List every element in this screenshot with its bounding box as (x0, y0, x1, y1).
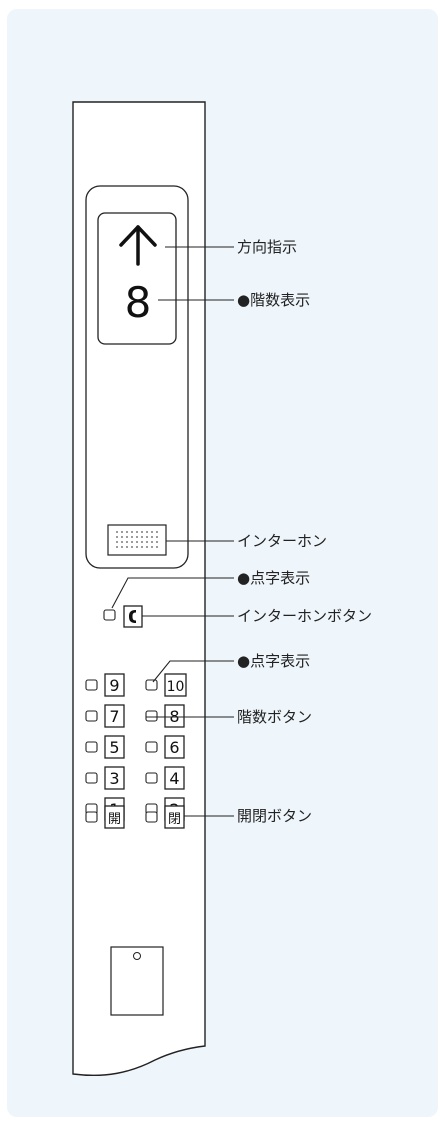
grille-dot (131, 541, 133, 543)
floor-button-9[interactable] (104, 673, 125, 697)
floor-button-label: 6 (169, 738, 179, 757)
grille-dot (121, 531, 123, 533)
floor-button-label: 4 (169, 769, 179, 788)
floor-indicator-lamp (145, 710, 158, 722)
grille-dot (131, 536, 133, 538)
close-indicator-lamp (145, 811, 158, 823)
grille-dot (141, 536, 143, 538)
grille-dot (156, 546, 158, 548)
floor-button-label: 7 (109, 707, 119, 726)
grille-dot (126, 546, 128, 548)
grille-dot (121, 541, 123, 543)
grille-dot (121, 536, 123, 538)
phone-icon (129, 610, 136, 623)
floor-button-7[interactable] (104, 704, 125, 728)
door-open-button[interactable] (104, 805, 125, 829)
floor-button-4[interactable] (164, 766, 185, 790)
grille-dot (131, 546, 133, 548)
leader-braille-1 (111, 577, 234, 609)
door-open-label: 開 (108, 812, 121, 827)
grille-dot (121, 546, 123, 548)
label-intercom: インターホン (237, 532, 327, 550)
grille-dot (146, 546, 148, 548)
grille-dot (141, 541, 143, 543)
grille-dot (136, 541, 138, 543)
intercom-indicator-lamp (103, 609, 116, 621)
grille-dot (116, 531, 118, 533)
leader-braille-2 (152, 660, 234, 683)
grille-dot (146, 541, 148, 543)
open-indicator-lamp (85, 811, 98, 823)
grille-dot (151, 531, 153, 533)
label-floor-buttons: 階数ボタン (237, 708, 312, 726)
grille-dot (156, 531, 158, 533)
grille-dot (151, 546, 153, 548)
floor-button-3[interactable] (104, 766, 125, 790)
floor-button-label: 3 (109, 769, 119, 788)
grille-dot (151, 536, 153, 538)
up-arrow-icon (119, 225, 157, 266)
door-close-label: 閉 (168, 812, 181, 827)
floor-button-label: 9 (109, 676, 119, 695)
floor-indicator-lamp (145, 741, 158, 753)
door-close-button[interactable] (164, 805, 185, 829)
grille-dot (151, 541, 153, 543)
grille-dot (136, 536, 138, 538)
floor-button-label: 10 (167, 679, 185, 695)
grille-dot (136, 546, 138, 548)
key-switch-panel (110, 946, 164, 1016)
grille-dot (141, 546, 143, 548)
grille-dot (131, 531, 133, 533)
floor-indicator-lamp (85, 772, 98, 784)
grille-dot (141, 531, 143, 533)
label-floor-display: ●階数表示 (237, 291, 310, 309)
floor-indicator-lamp (85, 741, 98, 753)
floor-indicator-lamp (85, 679, 98, 691)
floor-button-label: 5 (109, 738, 119, 757)
keyhole (133, 952, 141, 960)
floor-indicator-lamp (145, 772, 158, 784)
floor-number: 8 (125, 278, 152, 327)
label-braille-2: ●点字表示 (237, 652, 310, 670)
label-direction: 方向指示 (237, 238, 297, 256)
floor-indicator-lamp (145, 679, 158, 691)
grille-dot (116, 546, 118, 548)
label-open-close-buttons: 開閉ボタン (237, 807, 312, 825)
floor-button-10[interactable] (164, 673, 187, 697)
label-intercom-button: インターホンボタン (237, 607, 372, 625)
grille-dot (126, 536, 128, 538)
grille-dot (116, 536, 118, 538)
grille-dot (146, 531, 148, 533)
floor-indicator-lamp (85, 710, 98, 722)
intercom-button[interactable] (123, 605, 143, 628)
grille-dot (136, 531, 138, 533)
grille-dot (156, 541, 158, 543)
grille-dot (156, 536, 158, 538)
grille-dot (146, 536, 148, 538)
grille-dot (126, 541, 128, 543)
floor-button-6[interactable] (164, 735, 185, 759)
intercom-speaker (107, 524, 167, 556)
speaker-grille-dots (116, 531, 158, 548)
floor-button-8[interactable] (164, 704, 185, 728)
grille-dot (126, 531, 128, 533)
floor-button-5[interactable] (104, 735, 125, 759)
label-braille-1: ●点字表示 (237, 569, 310, 587)
grille-dot (116, 541, 118, 543)
